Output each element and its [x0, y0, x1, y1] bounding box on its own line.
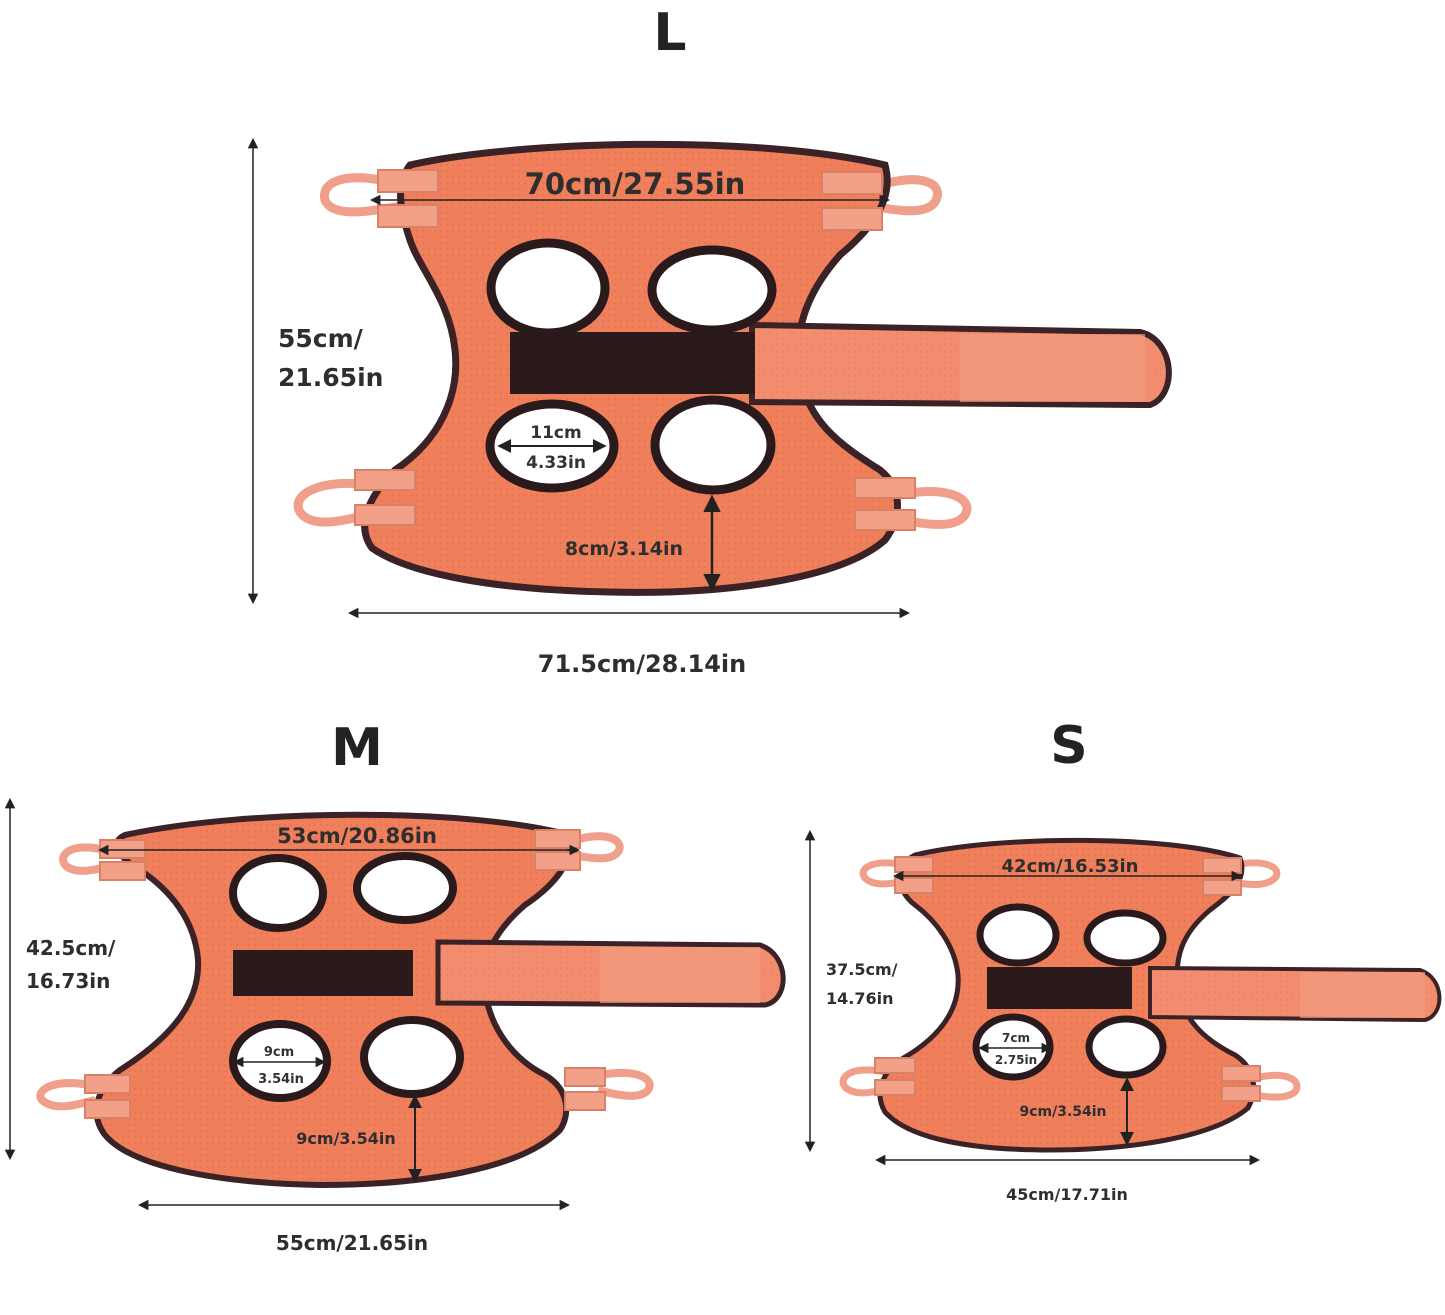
- size-l-height-label-in: 21.65in: [278, 363, 383, 392]
- size-m-group: M 53cm/20.86in 42.5cm/: [4, 718, 786, 1255]
- size-l-title: L: [653, 3, 686, 63]
- size-m-hole-label-in: 3.54in: [258, 1072, 304, 1087]
- size-s-top-width-label: 42cm/16.53in: [1002, 856, 1139, 877]
- size-l-tabs: [354, 169, 916, 531]
- size-s-group: S 42cm/16.53in 37.5cm/: [804, 716, 1442, 1204]
- size-l-loops: [293, 173, 972, 529]
- size-l-velcro-patch: [510, 332, 755, 394]
- size-s-velcro-patch: [987, 967, 1132, 1009]
- size-l-group: L: [247, 3, 1172, 678]
- size-l-bottom-gap-label: 8cm/3.14in: [565, 538, 683, 560]
- size-s-hole-label-cm: 7cm: [1002, 1031, 1030, 1045]
- size-s-tabs: [874, 856, 1261, 1102]
- size-s-height-label-in: 14.76in: [826, 989, 893, 1008]
- size-m-hole-label-cm: 9cm: [264, 1045, 294, 1060]
- size-l-hole-label-in: 4.33in: [526, 453, 586, 473]
- size-m-loops: [36, 832, 654, 1111]
- size-m-height-label-in: 16.73in: [26, 969, 110, 993]
- size-m-strap-pad: [600, 947, 760, 1003]
- size-s-bottom-gap-label: 9cm/3.54in: [1019, 1104, 1106, 1120]
- size-l-height-label-cm: 55cm/: [278, 324, 364, 353]
- size-l-top-width-label: 70cm/27.55in: [525, 167, 746, 201]
- size-m-title: M: [331, 718, 383, 778]
- size-s-total-width-label: 45cm/17.71in: [1006, 1185, 1128, 1204]
- size-m-top-width-label: 53cm/20.86in: [277, 824, 437, 848]
- size-s-height-label-cm: 37.5cm/: [826, 960, 898, 979]
- size-s-strap-pad: [1300, 972, 1425, 1018]
- size-m-velcro-patch: [233, 950, 413, 996]
- size-m-total-width-label: 55cm/21.65in: [276, 1231, 428, 1255]
- size-l-strap-pad: [960, 334, 1145, 402]
- size-m-bottom-gap-label: 9cm/3.54in: [296, 1129, 395, 1148]
- size-m-height-label-cm: 42.5cm/: [26, 936, 116, 960]
- size-s-title: S: [1050, 716, 1087, 776]
- size-l-total-width-label: 71.5cm/28.14in: [538, 650, 746, 678]
- size-s-hole-label-in: 2.75in: [995, 1053, 1037, 1067]
- size-l-hole-label-cm: 11cm: [530, 423, 581, 443]
